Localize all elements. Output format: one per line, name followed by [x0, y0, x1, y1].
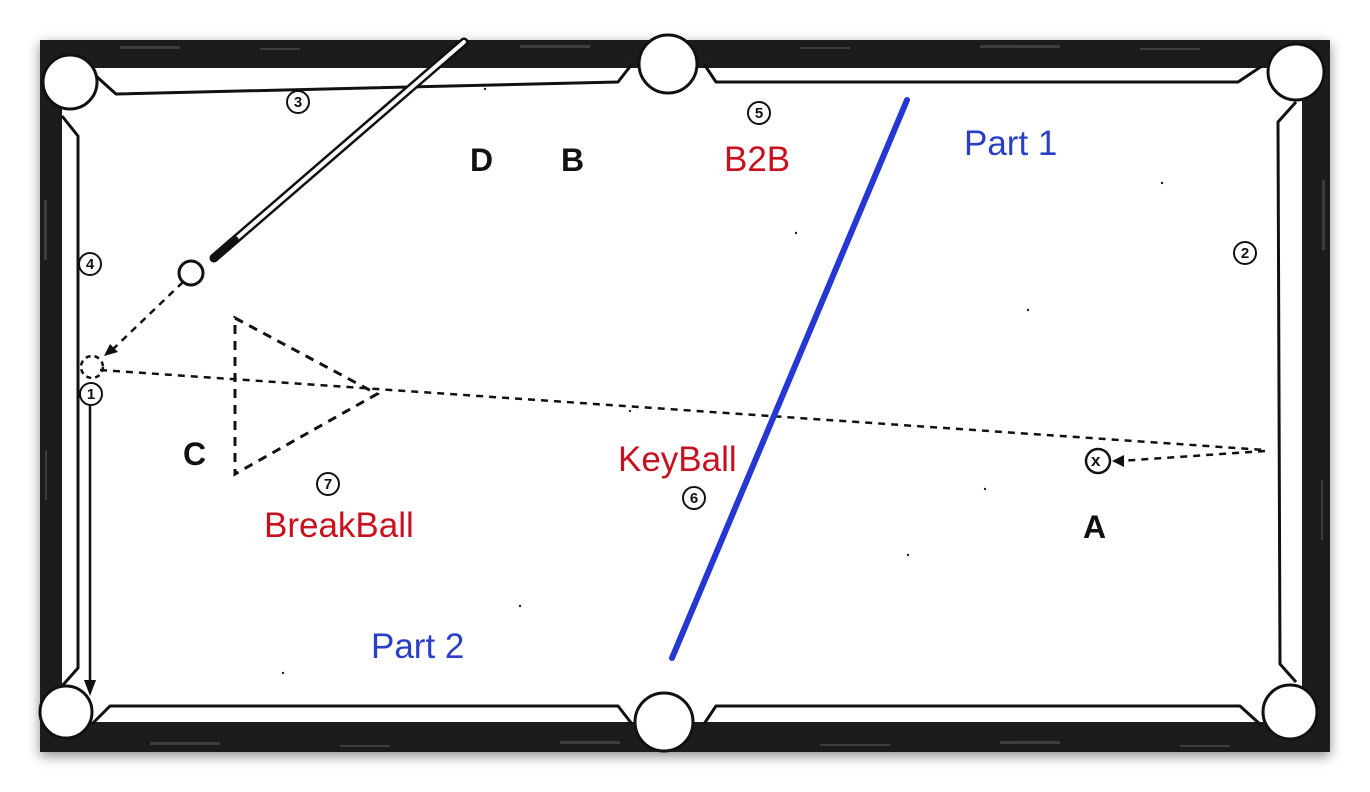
ball-7: 7 — [316, 472, 340, 496]
arrow-head — [84, 680, 96, 696]
pocket-icon — [633, 691, 695, 753]
cue-ball-icon — [177, 259, 205, 287]
pocket-icon — [1266, 42, 1326, 102]
cue-ball-path — [109, 281, 184, 353]
label-c: C — [183, 436, 207, 472]
label-b: B — [561, 142, 585, 178]
part-divider-line — [669, 97, 910, 661]
pocket-icon — [41, 53, 99, 111]
rack-triangle-icon — [233, 315, 381, 477]
arrow-head — [104, 344, 118, 356]
target-x-ball — [1084, 447, 1112, 475]
ball-6: 6 — [682, 486, 706, 510]
cushion-lines — [60, 63, 1298, 728]
cue-stick-icon — [209, 37, 469, 263]
ball-5: 5 — [747, 101, 771, 125]
annotation-breakball: BreakBall — [264, 506, 414, 545]
arrow-head — [1112, 455, 1124, 467]
annotation-part1: Part 1 — [964, 124, 1058, 163]
ball-3: 3 — [286, 90, 310, 114]
pocket-icon — [1261, 683, 1319, 741]
annotation-keyball: KeyBall — [618, 440, 737, 479]
pocket-icon — [38, 684, 94, 740]
pocket-icon — [637, 33, 699, 95]
target-x-symbol: x — [1091, 451, 1101, 470]
felt-specks — [281, 87, 1164, 675]
annotation-part2: Part 2 — [371, 627, 465, 666]
ball-1: 1 — [79, 382, 103, 406]
label-d: D — [470, 142, 494, 178]
pockets — [38, 33, 1326, 753]
ball-4: 4 — [78, 252, 102, 276]
x-ball-path — [1119, 449, 1266, 463]
table-felt — [62, 68, 1302, 722]
annotation-b2b: B2B — [724, 140, 791, 179]
ghost-ball — [79, 354, 105, 380]
rail-texture — [44, 45, 1325, 747]
label-a: A — [1083, 509, 1107, 545]
ball-2: 2 — [1233, 241, 1257, 265]
